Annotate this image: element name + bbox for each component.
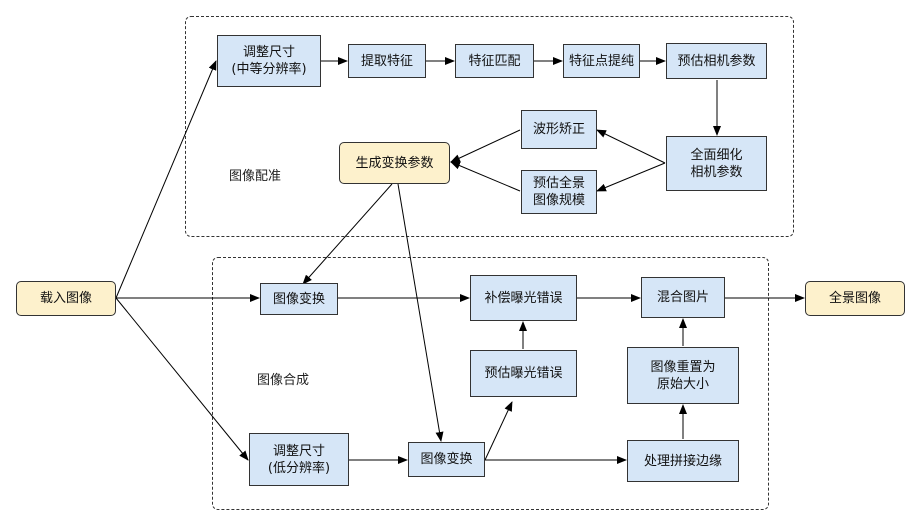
node-feature-match: 特征匹配 [455,44,534,78]
composition-label: 图像合成 [257,373,310,388]
edge-warp-bottom-estexp [484,401,513,461]
registration-group [185,16,794,237]
registration-label: 图像配准 [229,169,282,184]
node-estimate-camera: 预估相机参数 [666,43,767,79]
edge-load-resize-mid [115,60,217,299]
node-wave-correct: 波形矫正 [521,110,597,149]
node-estimate-scale: 预估全景 图像规模 [521,170,597,214]
node-reset-size: 图像重置为 原始大小 [627,347,739,404]
node-full-refine: 全面细化 相机参数 [666,136,767,191]
node-load-image: 载入图像 [16,281,116,316]
node-warp-bottom: 图像变换 [408,442,485,477]
node-generate-params: 生成变换参数 [339,142,450,184]
node-resize-low: 调整尺寸 (低分辨率) [249,433,349,486]
node-estimate-exposure: 预估曝光错误 [470,350,577,397]
node-resize-mid: 调整尺寸 (中等分辨率) [217,35,321,87]
edge-load-resize-low [115,297,249,461]
edge-fullrefine-scale [596,162,666,192]
edge-scale-gen [450,161,521,192]
node-panorama: 全景图像 [805,281,905,316]
node-warp-top: 图像变换 [260,283,338,315]
edge-fullrefine-wave [596,129,666,164]
composition-group [212,257,769,510]
node-blend: 混合图片 [641,277,725,318]
node-compensate-exposure: 补偿曝光错误 [470,275,577,321]
node-extract-features: 提取特征 [348,44,426,78]
edge-gen-warp-top [302,183,393,285]
node-seam: 处理拼接边缘 [627,440,739,482]
node-refine-points: 特征点提纯 [563,44,640,78]
edge-wave-gen [450,129,521,163]
edge-gen-warp-bottom [397,183,444,442]
